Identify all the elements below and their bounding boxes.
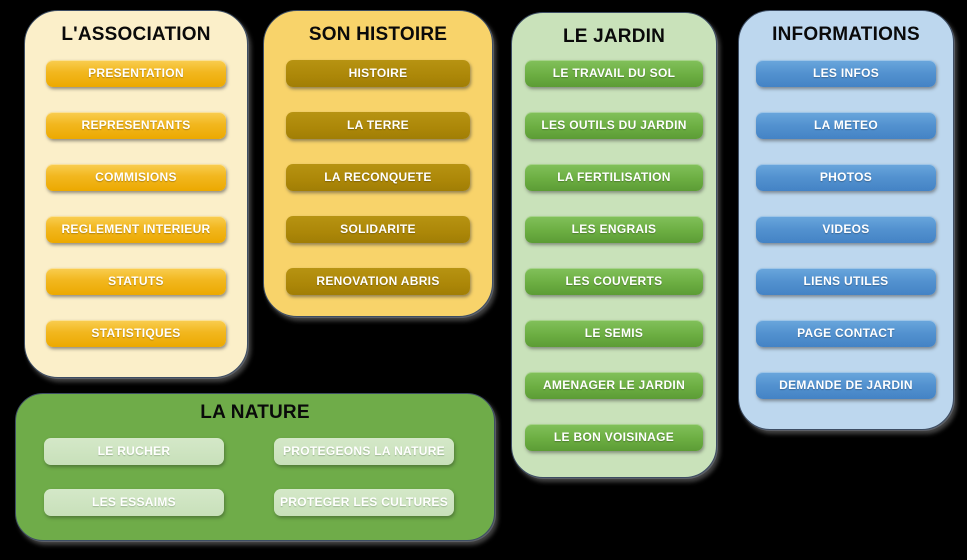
menu-button[interactable]: PROTEGEONS LA NATURE bbox=[274, 438, 454, 465]
menu-button[interactable]: PRESENTATION bbox=[46, 60, 226, 87]
menu-button[interactable]: COMMISIONS bbox=[46, 164, 226, 191]
menu-button[interactable]: REPRESENTANTS bbox=[46, 112, 226, 139]
menu-button[interactable]: AMENAGER LE JARDIN bbox=[525, 372, 703, 399]
menu-button[interactable]: LES ENGRAIS bbox=[525, 216, 703, 243]
menu-button[interactable]: LE TRAVAIL DU SOL bbox=[525, 60, 703, 87]
menu-button[interactable]: LES COUVERTS bbox=[525, 268, 703, 295]
panel-nature-title: LA NATURE bbox=[200, 402, 310, 423]
menu-button[interactable]: LE SEMIS bbox=[525, 320, 703, 347]
menu-button[interactable]: LA FERTILISATION bbox=[525, 164, 703, 191]
menu-button[interactable]: LA TERRE bbox=[286, 112, 470, 139]
menu-button[interactable]: STATISTIQUES bbox=[46, 320, 226, 347]
menu-button[interactable]: DEMANDE DE JARDIN bbox=[756, 372, 936, 399]
panel-histoire-buttons: HISTOIRE LA TERRE LA RECONQUETE SOLIDARITE R… bbox=[264, 60, 492, 295]
menu-button[interactable]: LES ESSAIMS bbox=[44, 489, 224, 516]
menu-button[interactable]: VIDEOS bbox=[756, 216, 936, 243]
menu-button[interactable]: PAGE CONTACT bbox=[756, 320, 936, 347]
menu-button[interactable]: HISTOIRE bbox=[286, 60, 470, 87]
panel-association-title: L'ASSOCIATION bbox=[61, 24, 211, 45]
panel-jardin-title: LE JARDIN bbox=[562, 26, 666, 47]
menu-button[interactable]: LA METEO bbox=[756, 112, 936, 139]
panel-informations-title: INFORMATIONS bbox=[772, 24, 920, 45]
panel-histoire-title: SON HISTOIRE bbox=[308, 24, 448, 45]
panel-jardin: LE JARDIN LE TRAVAIL DU SOL LES OUTILS DU… bbox=[511, 12, 717, 478]
panel-nature-buttons: LE RUCHER PROTEGEONS LA NATURE LES ESSAIMS… bbox=[44, 438, 454, 516]
menu-button[interactable]: STATUTS bbox=[46, 268, 226, 295]
menu-button[interactable]: PROTEGER LES CULTURES bbox=[274, 489, 454, 516]
panel-association-buttons: PRESENTATION REPRESENTANTS COMMISIONS REGLE… bbox=[25, 60, 247, 347]
panel-informations: INFORMATIONS LES INFOS LA METEO PHOTOS VIDE… bbox=[738, 10, 954, 430]
menu-button[interactable]: LES OUTILS DU JARDIN bbox=[525, 112, 703, 139]
menu-button[interactable]: RENOVATION ABRIS bbox=[286, 268, 470, 295]
menu-button[interactable]: LA RECONQUETE bbox=[286, 164, 470, 191]
menu-button[interactable]: PHOTOS bbox=[756, 164, 936, 191]
menu-button[interactable]: LIENS UTILES bbox=[756, 268, 936, 295]
menu-button[interactable]: LE RUCHER bbox=[44, 438, 224, 465]
panel-jardin-buttons: LE TRAVAIL DU SOL LES OUTILS DU JARDIN LA … bbox=[512, 60, 716, 451]
menu-button[interactable]: LES INFOS bbox=[756, 60, 936, 87]
menu-button[interactable]: LE BON VOISINAGE bbox=[525, 424, 703, 451]
menu-button[interactable]: SOLIDARITE bbox=[286, 216, 470, 243]
panel-association: L'ASSOCIATION PRESENTATION REPRESENTANTS C… bbox=[24, 10, 248, 378]
panel-informations-buttons: LES INFOS LA METEO PHOTOS VIDEOS LIENS UTILE… bbox=[739, 60, 953, 399]
menu-button[interactable]: REGLEMENT INTERIEUR bbox=[46, 216, 226, 243]
panel-histoire: SON HISTOIRE HISTOIRE LA TERRE LA RECONQUE… bbox=[263, 10, 493, 317]
